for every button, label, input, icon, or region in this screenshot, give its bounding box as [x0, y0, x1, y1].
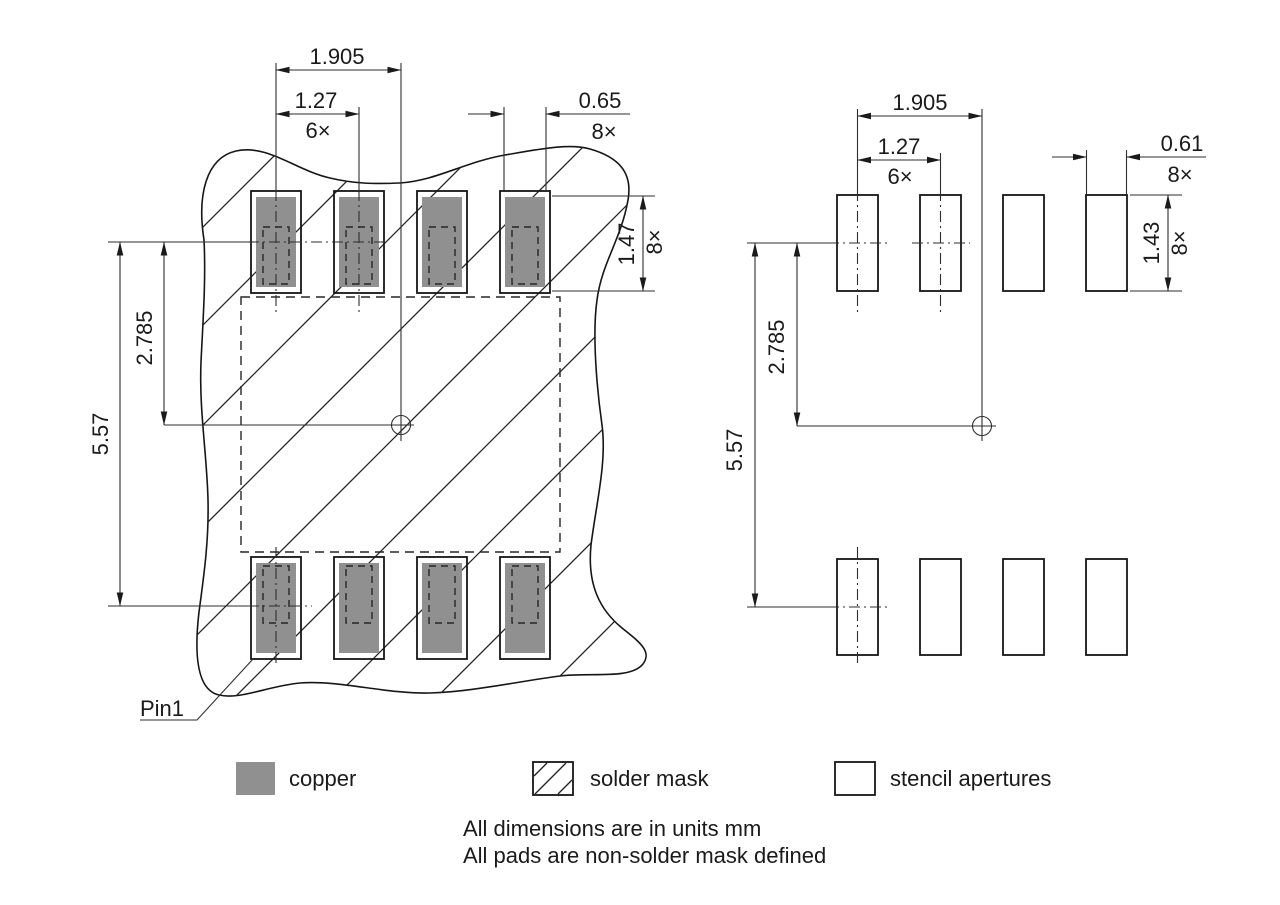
- copper-pad: [499, 556, 551, 660]
- pin1-label: Pin1: [140, 696, 184, 721]
- copper-pad: [499, 190, 551, 294]
- stencil-aperture: [919, 558, 962, 656]
- legend-copper-label: copper: [289, 766, 356, 791]
- copper-swatch: [236, 762, 275, 795]
- origin-crosshair: [164, 63, 414, 441]
- dim-127-left-label: 1.27: [295, 88, 338, 113]
- legend-item-stencil: stencil apertures: [834, 761, 1051, 796]
- dim-143-right: 1.43 8×: [1130, 194, 1192, 292]
- dim-127-right: 1.27 6×: [857, 134, 942, 190]
- note-mask-defined: All pads are non-solder mask defined: [463, 843, 826, 868]
- stencil-swatch: [834, 761, 876, 796]
- stencil-aperture: [1002, 558, 1045, 656]
- dim-143-right-label: 1.43: [1139, 222, 1164, 265]
- stencil-aperture: [1085, 194, 1128, 292]
- stencil-origin-crosshair: [797, 109, 996, 441]
- dim-2785-right: 2.785: [764, 242, 801, 427]
- dim-127-right-label: 1.27: [878, 134, 921, 159]
- dim-557-right-label: 5.57: [722, 429, 747, 472]
- dim-143-right-count: 8×: [1167, 230, 1192, 255]
- dim-2785-left: 2.785: [132, 241, 168, 426]
- dim-557-left-label: 5.57: [88, 413, 113, 456]
- stencil-aperture: [1002, 194, 1045, 292]
- legend-item-copper: copper: [236, 762, 356, 795]
- copper-view: 1.905 1.27 6× 0.65 8× 1.47 8×: [88, 44, 667, 721]
- legend-solder-mask-label: solder mask: [590, 766, 710, 791]
- dim-1905-left-label: 1.905: [309, 44, 364, 69]
- copper-pad: [333, 556, 385, 660]
- dim-147-left: 1.47 8×: [552, 195, 667, 292]
- note-units: All dimensions are in units mm: [463, 816, 761, 841]
- dim-065-left: 0.65 8×: [468, 88, 630, 191]
- stencil-view: 1.905 1.27 6× 0.61 8× 1.43 8×: [722, 90, 1206, 664]
- solder-mask-swatch: [532, 761, 574, 796]
- dim-061-right-count: 8×: [1167, 162, 1192, 187]
- dim-061-right: 0.61 8×: [1052, 131, 1206, 195]
- stencil-aperture: [1085, 558, 1128, 656]
- centerlines: [248, 190, 385, 664]
- dim-1905-right-label: 1.905: [892, 90, 947, 115]
- copper-pad: [416, 556, 468, 660]
- dim-127-left: 1.27 6×: [275, 88, 360, 190]
- copper-pad: [416, 190, 468, 294]
- dim-147-left-label: 1.47: [614, 223, 639, 266]
- legend-stencil-label: stencil apertures: [890, 766, 1051, 791]
- dim-1905-left: 1.905: [275, 44, 402, 190]
- dim-1905-right: 1.905: [856, 90, 983, 190]
- dim-147-left-count: 8×: [642, 229, 667, 254]
- dim-127-right-count: 6×: [887, 164, 912, 189]
- dim-065-left-count: 8×: [591, 119, 616, 144]
- legend-item-solder-mask: solder mask: [532, 761, 710, 796]
- dim-065-left-label: 0.65: [579, 88, 622, 113]
- dim-2785-right-label: 2.785: [764, 319, 789, 374]
- dim-2785-left-label: 2.785: [132, 310, 157, 365]
- legend: copper solder mask stencil apertures: [236, 761, 1051, 796]
- dim-557-left: 5.57: [88, 241, 250, 607]
- dim-061-right-label: 0.61: [1161, 131, 1204, 156]
- pin1-callout: Pin1: [140, 658, 254, 721]
- dim-127-left-count: 6×: [305, 118, 330, 143]
- notes: All dimensions are in units mm All pads …: [463, 816, 826, 868]
- stencil-centerlines: [828, 190, 970, 664]
- dim-557-right: 5.57: [722, 242, 830, 608]
